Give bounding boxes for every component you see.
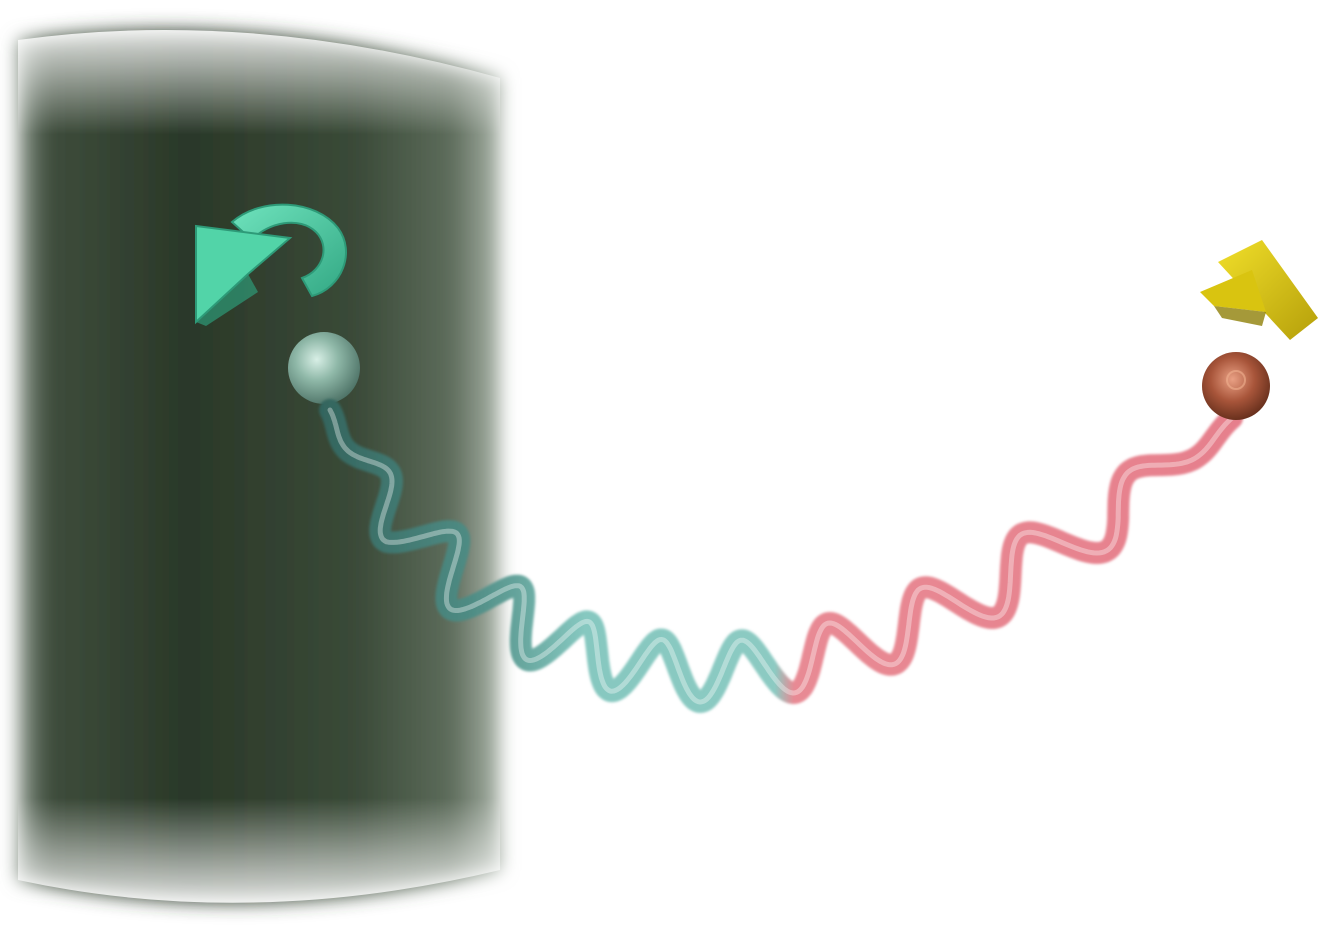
- green-sphere: [288, 332, 360, 404]
- dark-cylinder: [18, 30, 500, 903]
- brown-sphere: [1202, 352, 1270, 420]
- curved-arrow-icon: [1200, 240, 1318, 340]
